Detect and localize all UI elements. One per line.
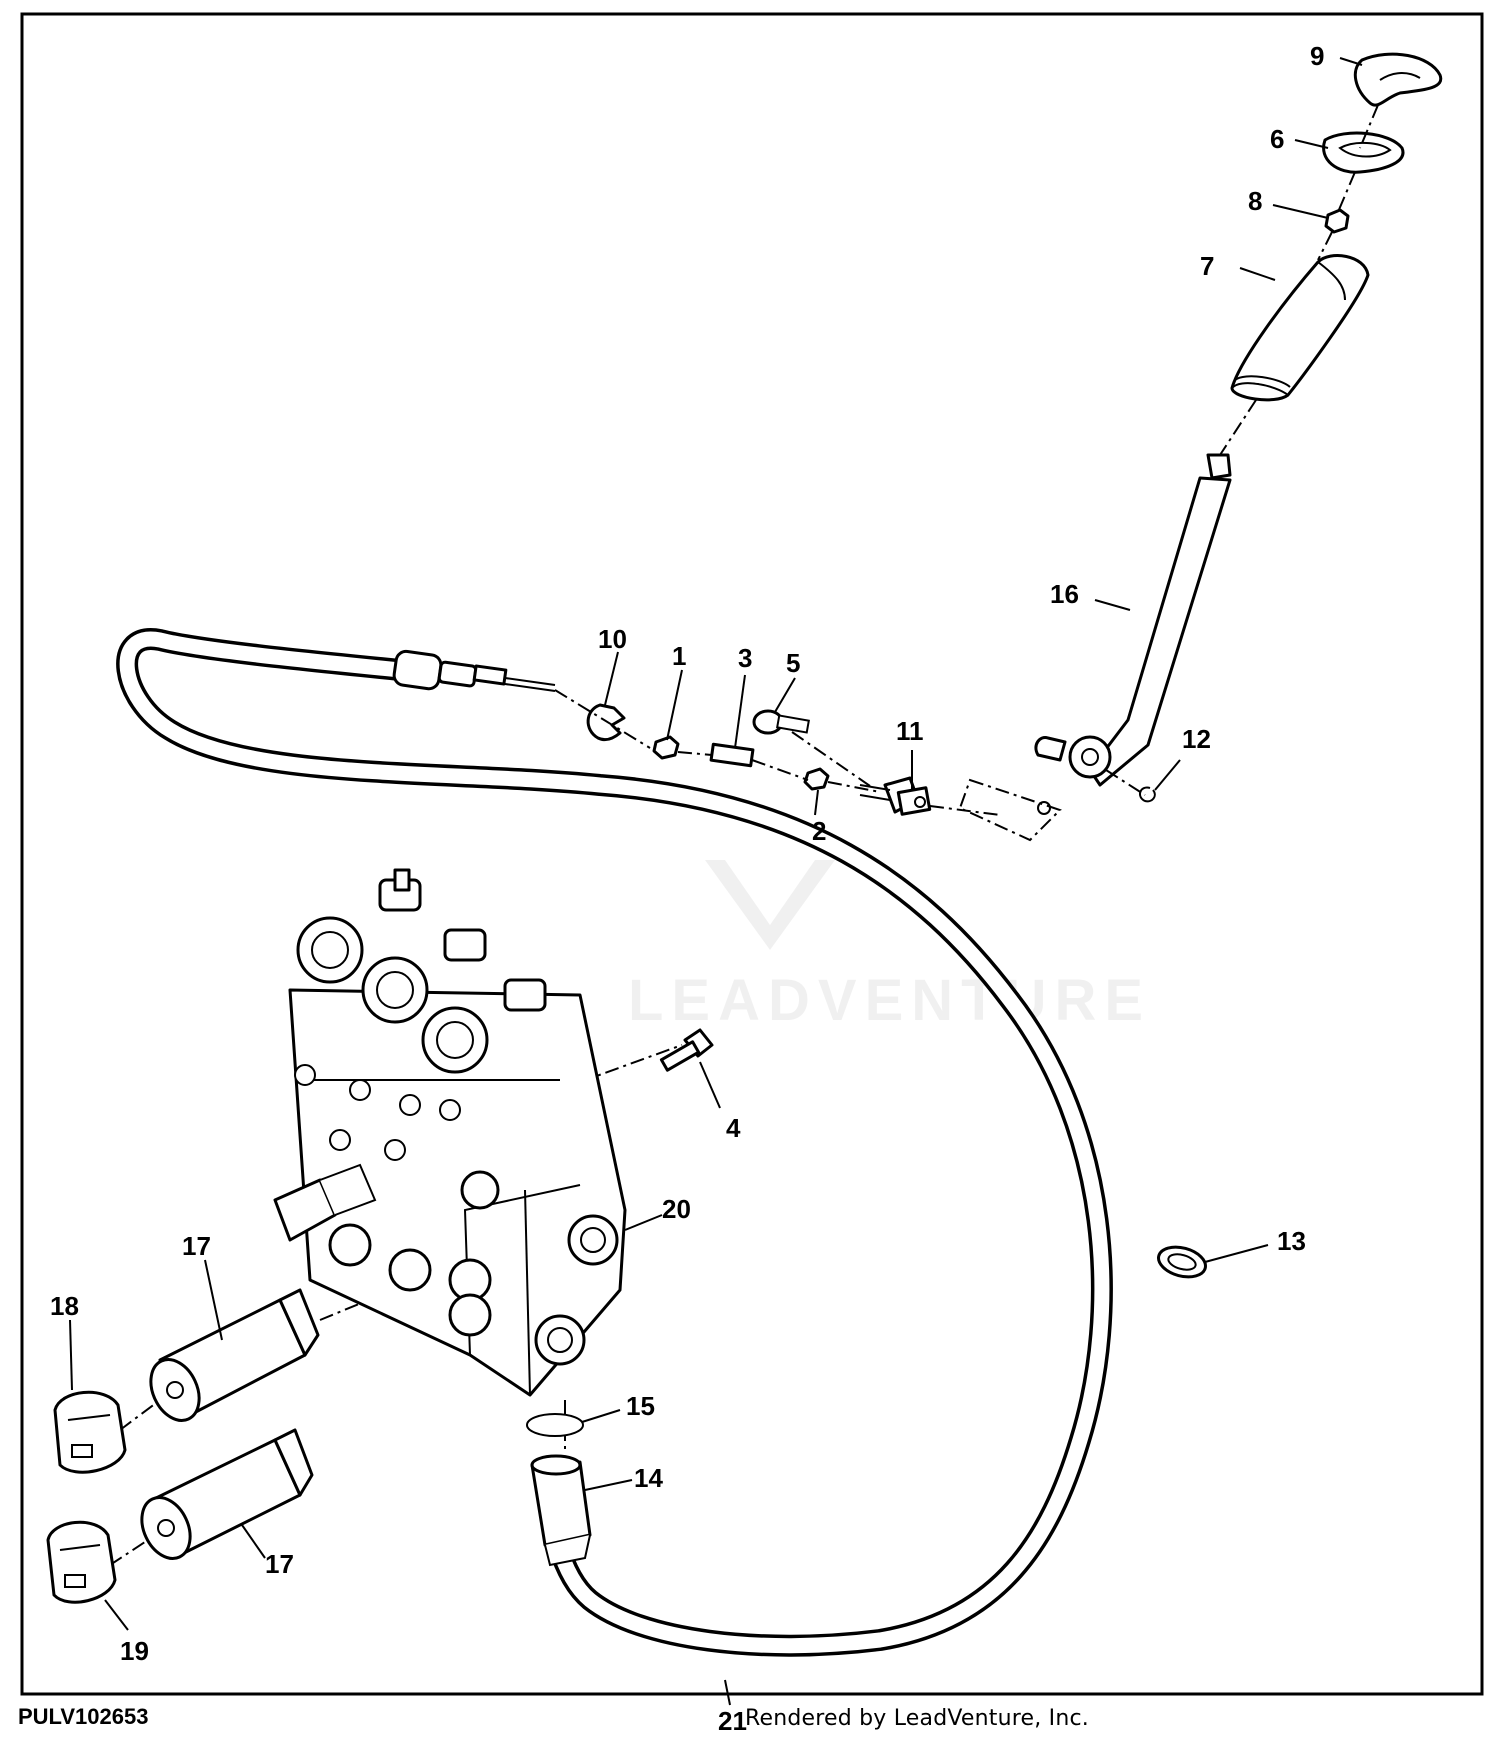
lever-part-16 (1034, 453, 1232, 815)
connector-part-17-upper (149, 1288, 320, 1422)
cable-end-fitting (392, 649, 556, 692)
rendered-by-credit: Rendered by LeadVenture, Inc. (745, 1706, 1089, 1731)
callout-labels: 9 6 8 7 16 12 11 2 5 3 1 10 4 20 13 15 1… (50, 41, 1324, 1736)
knob-part-9 (1353, 52, 1443, 107)
callout-3: 3 (738, 643, 752, 673)
callout-4: 4 (726, 1113, 741, 1143)
watermark: LEADVENTURE (628, 860, 1151, 1033)
clevis-part-11 (859, 776, 932, 816)
callout-10: 10 (598, 624, 627, 654)
callout-1: 1 (672, 641, 686, 671)
callout-14: 14 (634, 1463, 663, 1493)
control-valve-part-20 (273, 868, 627, 1397)
bolt-part-4 (659, 1028, 714, 1072)
nut-part-1 (652, 735, 680, 760)
fitting-part-14 (530, 1454, 592, 1567)
callout-11: 11 (896, 716, 924, 746)
watermark-text: LEADVENTURE (628, 968, 1151, 1033)
grommet-part-13 (1157, 1245, 1207, 1279)
callout-13: 13 (1277, 1226, 1306, 1256)
clip-part-12 (1139, 786, 1156, 803)
callout-18: 18 (50, 1291, 79, 1321)
ball-joint-part-5 (752, 709, 810, 735)
coupler-part-3 (709, 742, 755, 768)
callout-16: 16 (1050, 579, 1079, 609)
callout-9: 9 (1310, 41, 1324, 71)
callout-21: 21 (718, 1706, 747, 1736)
diagram-border (20, 12, 1484, 1696)
dust-cap-part-19 (46, 1520, 117, 1604)
callout-8: 8 (1248, 186, 1262, 216)
control-cable (116, 628, 1113, 1657)
callout-7: 7 (1200, 251, 1214, 281)
callout-17-upper: 17 (182, 1231, 211, 1261)
callout-15: 15 (626, 1391, 655, 1421)
callout-19: 19 (120, 1636, 149, 1666)
callout-6: 6 (1270, 124, 1284, 154)
callout-17-lower: 17 (265, 1549, 294, 1579)
callout-20: 20 (662, 1194, 691, 1224)
callout-2: 2 (812, 816, 826, 846)
callout-leaders (69, 57, 1363, 1706)
nut-part-8 (1324, 208, 1350, 234)
figure-code: PULV102653 (18, 1704, 149, 1729)
handle-grip-part-7 (1230, 254, 1370, 402)
connector-part-17-lower (140, 1428, 314, 1560)
callout-12: 12 (1182, 724, 1211, 754)
o-ring-part-15 (526, 1413, 584, 1437)
dust-cap-part-18 (53, 1390, 127, 1474)
nut-part-2 (803, 767, 830, 791)
insert-part-6 (1322, 131, 1405, 174)
callout-5: 5 (786, 648, 800, 678)
